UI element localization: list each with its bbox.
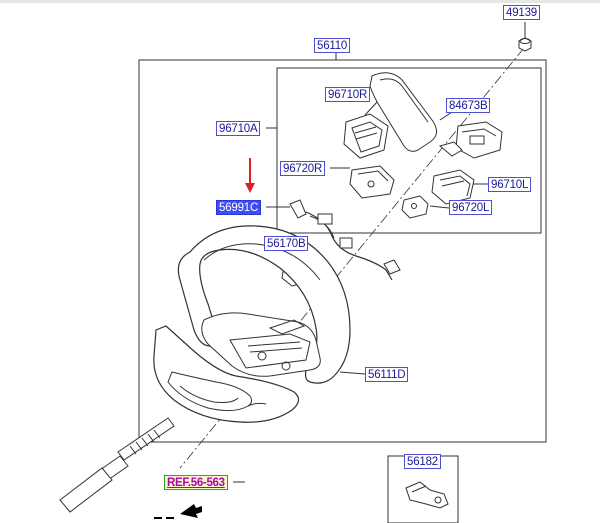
- part-label-96710R[interactable]: 96710R: [325, 87, 371, 102]
- part-label-56111D[interactable]: 56111D: [365, 367, 409, 382]
- switch-96710R: [343, 113, 389, 159]
- part-label-96720R[interactable]: 96720R: [280, 161, 326, 176]
- nut-49139: [518, 37, 532, 52]
- part-label-84673B[interactable]: 84673B: [446, 98, 491, 113]
- wiring-harness-56991C: [289, 199, 401, 281]
- steering-column: [59, 417, 175, 513]
- red-down-arrow-icon: [245, 158, 255, 193]
- paddle-96720R: [349, 165, 395, 199]
- part-56182: [405, 481, 449, 509]
- part-label-56170B[interactable]: 56170B: [264, 236, 309, 251]
- switch-subassembly-frame: [276, 67, 542, 234]
- paddle-96720L: [401, 195, 429, 219]
- reference-link[interactable]: REF.56-563: [164, 475, 228, 490]
- steering-wheel-56111D: [177, 225, 351, 384]
- part-label-56182[interactable]: 56182: [404, 454, 441, 469]
- part-label-96710L[interactable]: 96710L: [488, 177, 532, 192]
- part-label-96710A[interactable]: 96710A: [216, 121, 261, 136]
- part-label-56991C[interactable]: 56991C: [216, 200, 262, 215]
- part-label-49139[interactable]: 49139: [503, 5, 540, 20]
- switch-84673B: [438, 121, 503, 159]
- top-border: [0, 0, 600, 3]
- lower-cover: [153, 325, 300, 423]
- front-direction-arrow-icon: [154, 504, 202, 519]
- part-label-96720L[interactable]: 96720L: [449, 200, 493, 215]
- assembly-frame: [138, 59, 547, 443]
- switch-96710L: [431, 169, 475, 205]
- part-label-56110[interactable]: 56110: [314, 38, 351, 53]
